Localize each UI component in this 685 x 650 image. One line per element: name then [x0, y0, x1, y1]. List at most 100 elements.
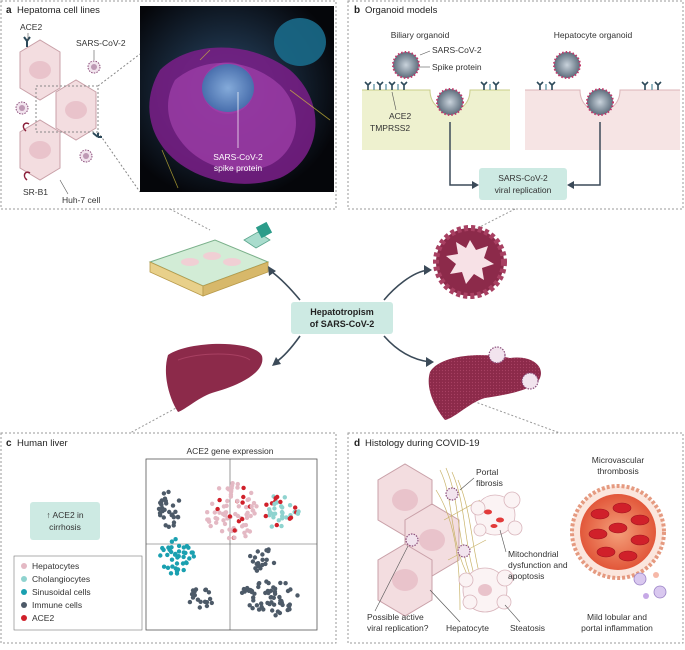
mito-line2: dysfunction and: [508, 560, 568, 570]
scatter-point: [165, 565, 171, 570]
scatter-point: [235, 498, 240, 504]
scatter-point: [227, 527, 232, 532]
scatter-point: [187, 599, 193, 605]
panel-a-title: Hepatoma cell lines: [17, 5, 100, 16]
scatter-point: [258, 566, 263, 571]
virus-icon: [392, 51, 420, 79]
panel-d-title: Histology during COVID-19: [365, 438, 480, 449]
scatter-point: [274, 522, 279, 528]
scatter-point: [254, 504, 259, 509]
scatter-point: [219, 529, 225, 534]
scatter-point: [235, 513, 241, 519]
virus-icon: [488, 346, 506, 364]
scatter-point: [241, 586, 247, 592]
scatter-point: [260, 557, 265, 562]
virus-icon: [405, 533, 419, 547]
scatter-point: [278, 580, 283, 586]
viral-replication-box: [479, 168, 567, 200]
scatter-point: [236, 504, 241, 509]
mitochondria-icons: [484, 509, 504, 528]
virus-icon: [15, 101, 29, 115]
scatter-point: [279, 523, 284, 529]
scatter-point: [160, 545, 165, 551]
scatter-point: [203, 587, 208, 593]
scatter-point: [180, 561, 186, 566]
scatter-point: [250, 508, 256, 513]
scatter-point: [204, 600, 210, 605]
legend-label: Immune cells: [32, 600, 82, 610]
steatosis-label: Steatosis: [510, 623, 545, 633]
hepatotropism-box: [291, 302, 393, 334]
scatter-point: [246, 587, 252, 593]
b-sars-label: SARS-CoV-2: [432, 45, 482, 55]
scatter-point: [159, 502, 164, 507]
scatter-point: [295, 593, 300, 598]
panel-d-border: [347, 432, 684, 644]
scatter-point: [250, 606, 255, 611]
scatter-point: [169, 512, 174, 518]
scatter-point: [216, 486, 222, 491]
scatter-point: [278, 499, 283, 505]
scatter-point: [276, 518, 281, 523]
scatter-point: [295, 511, 301, 516]
scatter-point: [277, 594, 282, 600]
cell-nucleus: [29, 61, 51, 79]
scatter-point: [263, 513, 268, 519]
scatter-point: [268, 588, 274, 593]
scatter-point: [269, 524, 274, 529]
scatter-point: [280, 505, 285, 510]
panel-b: b Organoid models Biliary organoid Hepat…: [347, 0, 684, 210]
center-line1: Hepatotropism: [310, 307, 374, 317]
microscopy-image: SARS-CoV-2 spike protein: [140, 6, 334, 192]
scatter-point: [240, 516, 245, 522]
scatter-point: [247, 603, 252, 608]
arrow-hepatocyte: [574, 122, 601, 186]
scatter-point: [171, 520, 177, 525]
scatter-point: [284, 515, 289, 520]
scatter-point: [274, 500, 280, 505]
arrow-to-flask: [271, 271, 301, 301]
arrow-to-organoid: [383, 269, 429, 301]
panel-d-letter: d: [354, 438, 360, 449]
scatter-point: [158, 513, 163, 518]
arrow-to-covid-liver: [383, 335, 431, 363]
scatter-point: [173, 537, 178, 542]
scatter-point: [232, 528, 237, 533]
legend-box: [13, 555, 143, 631]
scatter-point: [272, 506, 277, 511]
scatter-point: [162, 507, 167, 512]
scatter-point: [248, 553, 253, 559]
scatter-point: [243, 534, 248, 539]
huh7-label: Huh-7 cell: [62, 195, 100, 205]
legend-swatch-ace2: [21, 615, 27, 621]
scatter-point: [259, 604, 264, 610]
mild-line2: portal inflammation: [581, 623, 653, 633]
virus-icon: [87, 60, 101, 74]
scatter-point: [251, 500, 257, 506]
hepatocyte-epithelium: [525, 90, 680, 150]
zoom-line: [97, 53, 141, 87]
scatter-point: [173, 566, 178, 571]
scatter-point: [254, 603, 260, 608]
panel-c: c Human liver ↑ ACE2 in cirrhosis ACE2 g…: [0, 432, 337, 644]
scatter-point: [271, 602, 277, 607]
scatter-point: [241, 485, 246, 491]
scatter-point: [263, 590, 268, 596]
scatter-point: [222, 521, 228, 527]
scatter-point: [221, 504, 227, 509]
scatter-point: [226, 535, 232, 541]
possible-line1: Possible active: [367, 612, 424, 622]
scatter-point: [287, 503, 293, 508]
scatter-point: [239, 590, 245, 595]
scatter-point: [168, 571, 174, 576]
hepatocyte-label: Hepatocyte: [446, 623, 489, 633]
legend-item: Hepatocytes: [21, 561, 79, 571]
tmprss2-icons: [373, 84, 653, 90]
hepatocyte-organoid-label: Hepatocyte organoid: [554, 30, 633, 40]
panel-c-title: Human liver: [17, 438, 68, 449]
thrombosis-vessel: [570, 484, 666, 580]
scatter-point: [174, 561, 180, 566]
scatter-point: [248, 513, 253, 519]
scatter-point: [277, 600, 283, 606]
scatter-point: [184, 560, 189, 566]
